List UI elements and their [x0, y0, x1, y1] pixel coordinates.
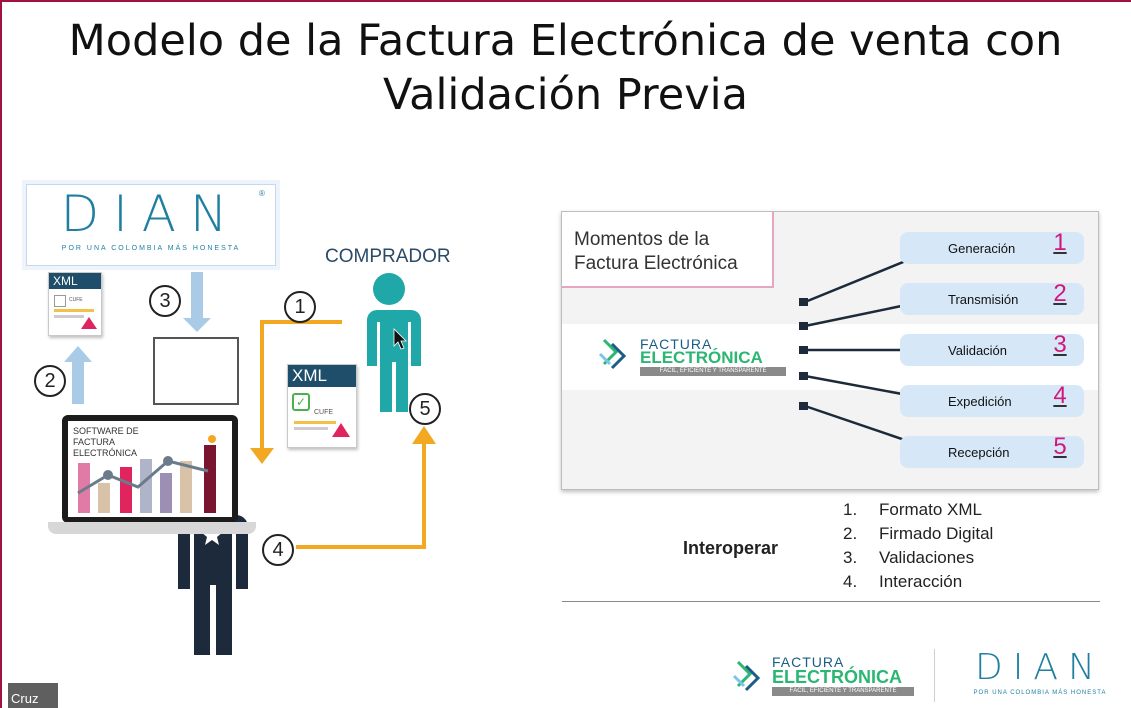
fe-logo-mark-icon — [598, 338, 627, 370]
footer-separator — [934, 649, 935, 702]
dian-logo-tagline: POR UNA COLOMBIA MÁS HONESTA — [973, 690, 1107, 696]
arrow-software-to-dian — [64, 346, 92, 404]
list-item-text: Formato XML — [879, 500, 982, 519]
fe-logo-line1: FACTURA — [772, 654, 845, 670]
software-label: SOFTWARE DE FACTURA ELECTRÓNICA — [73, 426, 139, 458]
doc-stamp-icon — [54, 295, 66, 307]
moment-label: Recepción — [948, 445, 1010, 460]
registered-mark: ® — [259, 189, 265, 198]
list-item: 2. Firmado Digital — [843, 522, 993, 546]
step-1-marker: 1 — [284, 291, 316, 323]
mouse-cursor-icon — [393, 328, 407, 350]
moment-validacion: Validación 3 — [900, 331, 1084, 366]
list-item-text: Validaciones — [879, 548, 975, 567]
moment-generacion: Generación 1 — [900, 229, 1084, 264]
slide-title: Modelo de la Factura Electrónica de vent… — [0, 14, 1131, 122]
moment-label: Expedición — [948, 394, 1012, 409]
moment-number: 3 — [1053, 331, 1067, 358]
moment-expedicion: Expedición 4 — [900, 382, 1084, 417]
xml-document-small: XML CUFE — [48, 272, 102, 336]
dian-logo: DIAN ® POR UNA COLOMBIA MÁS HONESTA — [26, 184, 276, 266]
step-5-marker: 5 — [409, 393, 441, 425]
moment-label: Validación — [948, 343, 1008, 358]
xml-document-small-cufe: CUFE — [69, 297, 83, 303]
moment-number: 4 — [1053, 382, 1067, 409]
list-item-number: 3. — [843, 548, 858, 567]
list-item-number: 1. — [843, 500, 858, 519]
moment-label: Transmisión — [948, 292, 1019, 307]
arrow-dian-to-validation — [183, 272, 211, 332]
fe-logo-line2: ELECTRÓNICA — [640, 348, 763, 367]
step-3-marker: 3 — [149, 285, 181, 317]
slide-title-line1: Modelo de la Factura Electrónica de vent… — [68, 16, 1063, 66]
validation-box — [153, 337, 239, 405]
footer-factura-electronica-logo: FACTURA ELECTRÓNICA FÁCIL, EFICIENTE Y T… — [730, 652, 920, 702]
slide-title-line2: Validación Previa — [383, 70, 748, 120]
moment-transmision: Transmisión 2 — [900, 280, 1084, 315]
interoperar-label: Interoperar — [683, 538, 779, 558]
list-item: 3. Validaciones — [843, 546, 993, 570]
arrow-seller-to-buyer — [296, 426, 436, 549]
slide-frame-top — [0, 0, 1131, 2]
xml-document-large: XML ✓ CUFE — [287, 364, 357, 448]
dian-logo-tagline: POR UNA COLOMBIA MÁS HONESTA — [61, 245, 241, 252]
xml-document-small-header: XML — [49, 273, 101, 289]
slide-frame-left — [0, 0, 2, 708]
warning-triangle-icon — [81, 317, 97, 329]
list-item-number: 4. — [843, 572, 858, 591]
buyer-figure — [367, 273, 421, 412]
doc-line — [294, 421, 336, 424]
list-item-number: 2. — [843, 524, 858, 543]
moments-panel: Momentos de la Factura Electrónica FACTU… — [561, 211, 1099, 490]
fe-logo-mark-icon — [732, 660, 761, 692]
fe-logo-tagline: FÁCIL, EFICIENTE Y TRANSPARENTE — [772, 687, 914, 696]
moment-number: 5 — [1053, 433, 1067, 460]
doc-check-icon: ✓ — [292, 393, 310, 411]
xml-document-large-header: XML — [288, 365, 356, 387]
buyer-label: COMPRADOR — [325, 246, 451, 267]
dian-logo-word: DIAN — [60, 185, 242, 243]
step-2-marker: 2 — [34, 365, 66, 397]
list-item-text: Interacción — [879, 572, 963, 591]
list-item-text: Firmado Digital — [879, 524, 994, 543]
panel-title: Momentos de la Factura Electrónica — [562, 212, 774, 288]
interoperar-list: 1. Formato XML 2. Firmado Digital 3. Valida… — [843, 498, 993, 594]
seller-software-laptop: SOFTWARE DE FACTURA ELECTRÓNICA — [62, 415, 238, 523]
arrow-buyer-to-seller — [250, 320, 342, 464]
footer-dian-logo: DIAN POR UNA COLOMBIA MÁS HONESTA — [952, 648, 1128, 704]
laptop-base — [48, 522, 256, 534]
fe-logo-line1: FACTURA — [640, 336, 713, 352]
moment-number: 1 — [1053, 229, 1067, 256]
moment-recepcion: Recepción 5 — [900, 433, 1084, 468]
moment-number: 2 — [1053, 280, 1067, 307]
step-4-marker: 4 — [262, 534, 294, 566]
doc-line — [294, 427, 328, 430]
factura-electronica-logo: FACTURA ELECTRÓNICA FÁCIL, EFICIENTE Y T… — [596, 330, 786, 380]
divider — [562, 601, 1100, 602]
doc-line — [54, 309, 94, 312]
software-chart-graphic — [77, 435, 216, 513]
list-item: 4. Interacción — [843, 570, 993, 594]
fe-logo-line2: ELECTRÓNICA — [772, 667, 902, 687]
warning-triangle-icon — [332, 423, 350, 437]
xml-document-large-cufe: CUFE — [314, 409, 334, 416]
dian-logo-word: DIAN — [975, 647, 1105, 688]
list-item: 1. Formato XML — [843, 498, 993, 522]
laptop-screen: SOFTWARE DE FACTURA ELECTRÓNICA — [68, 421, 232, 517]
doc-line — [54, 315, 84, 318]
moment-label: Generación — [948, 241, 1016, 256]
fe-logo-tagline: FÁCIL, EFICIENTE Y TRANSPARENTE — [640, 367, 786, 376]
presenter-name-tag: Cruz — [8, 683, 58, 708]
